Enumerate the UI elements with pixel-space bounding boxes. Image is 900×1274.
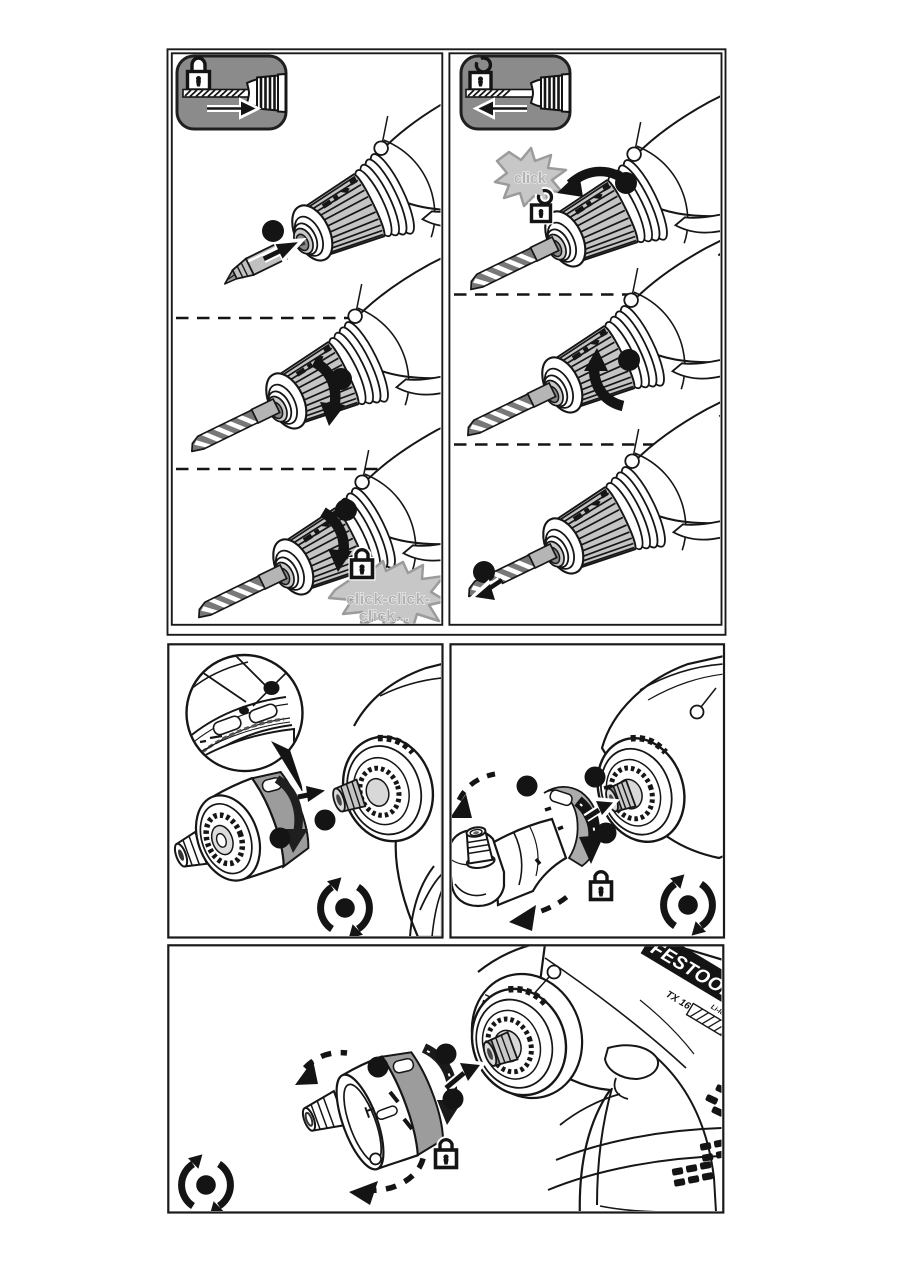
svg-text:click: click [514, 171, 547, 187]
svg-text:click-click-: click-click- [346, 591, 430, 608]
svg-text:click...: click... [359, 608, 410, 625]
